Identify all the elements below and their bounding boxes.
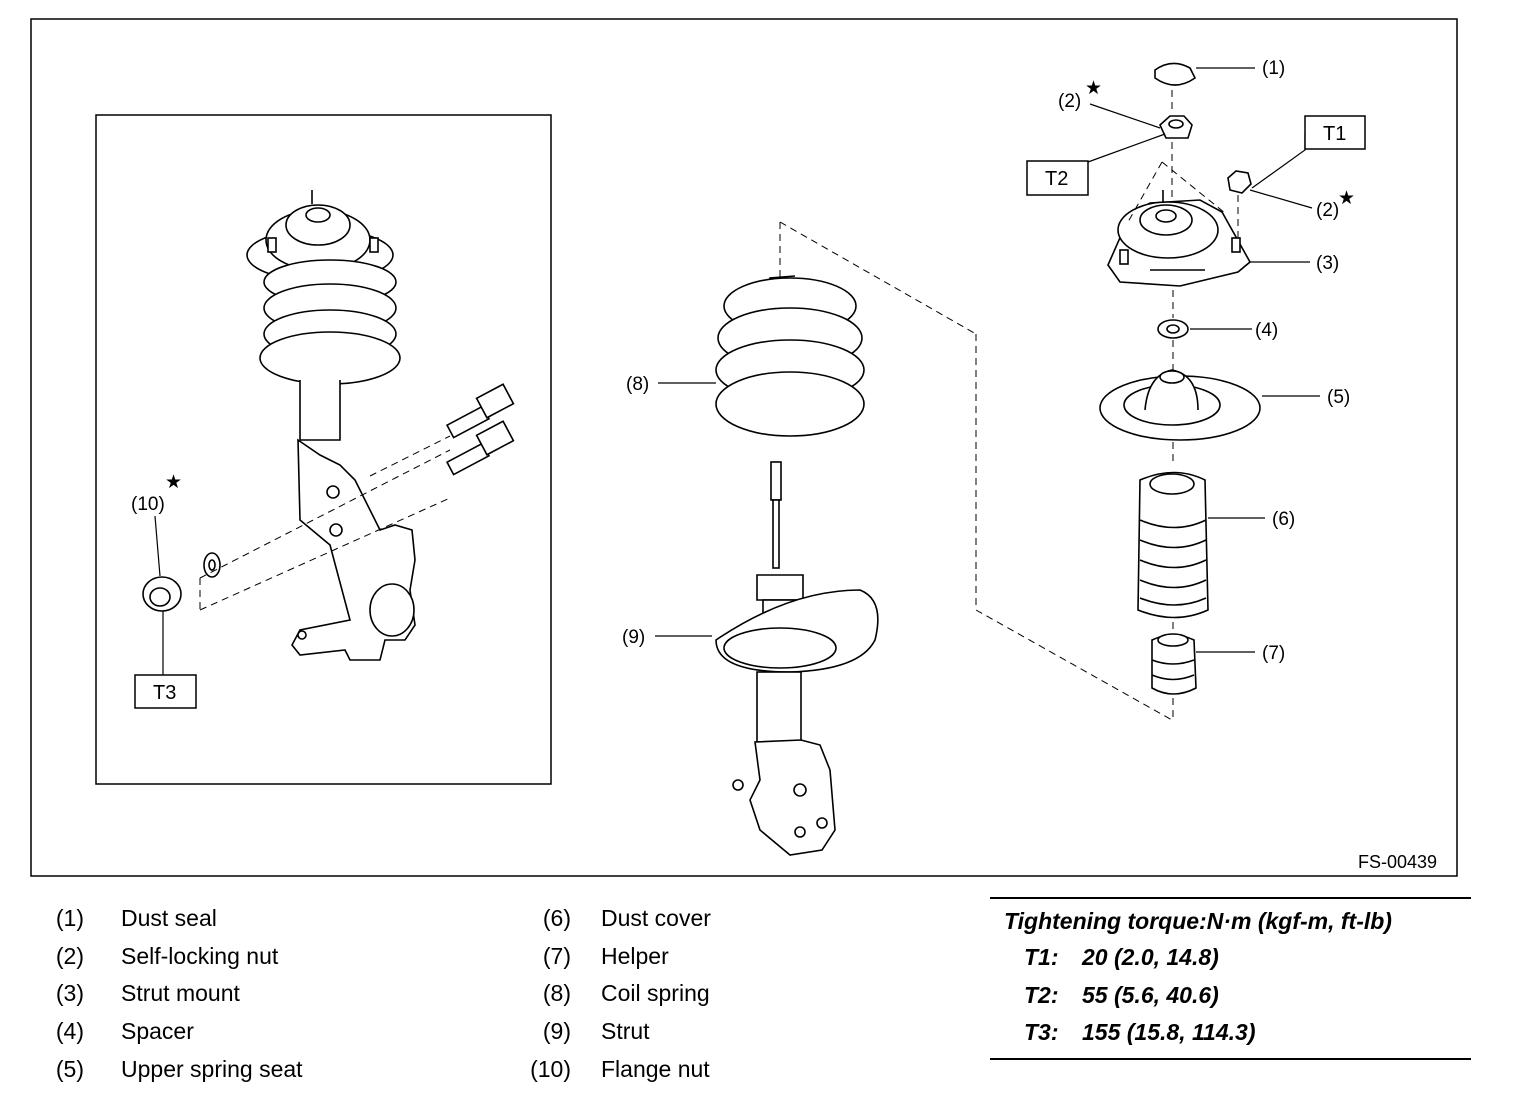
callout-2-right: (2) <box>1316 200 1339 221</box>
legend-item: (3) Strut mount <box>40 975 303 1013</box>
legend-name: Spacer <box>121 1018 194 1045</box>
figure-code: FS-00439 <box>1358 852 1437 872</box>
torque-row: T2: 55 (5.6, 40.6) <box>990 977 1471 1015</box>
middle-parts-drawing <box>715 275 879 856</box>
torque-row: T3: 155 (15.8, 114.3) <box>990 1014 1471 1052</box>
exploded-diagram: (10) ★ T3 (8) (9) <box>30 18 1458 877</box>
legend-number: (10) <box>530 1055 571 1082</box>
exploded-parts-drawing <box>1099 62 1261 695</box>
legend-name: Strut <box>601 1018 650 1045</box>
legend-number: (8) <box>542 980 571 1007</box>
callout-7: (7) <box>1262 643 1285 664</box>
torque-code: T1: <box>1024 944 1059 970</box>
torque-row: T1: 20 (2.0, 14.8) <box>990 939 1471 977</box>
legend-item: (2) Self-locking nut <box>40 938 303 976</box>
callout-1: (1) <box>1262 58 1285 79</box>
legend-number: (4) <box>55 1018 84 1045</box>
callout-10: (10) <box>131 494 165 515</box>
legend-item: (5) Upper spring seat <box>40 1051 303 1089</box>
callout-9: (9) <box>622 627 645 648</box>
figure-frame <box>30 18 1458 877</box>
legend-item: (9) Strut <box>500 1013 711 1051</box>
inset-frame <box>95 114 552 785</box>
legend-name: Upper spring seat <box>121 1055 303 1082</box>
legend-name: Coil spring <box>601 980 710 1007</box>
star-marker-2-right: ★ <box>1338 188 1355 209</box>
legend-number: (1) <box>55 905 84 931</box>
torque-code: T2: <box>1024 981 1059 1008</box>
legend-item: (7) Helper <box>500 938 711 976</box>
torque-value: 155 (15.8, 114.3) <box>1082 1019 1256 1045</box>
legend-item: (6) Dust cover <box>500 900 711 938</box>
legend-name: Flange nut <box>601 1055 710 1082</box>
legend-name: Strut mount <box>121 980 240 1007</box>
legend-item: (10) Flange nut <box>500 1051 711 1089</box>
torque-value: 55 (5.6, 40.6) <box>1082 981 1219 1008</box>
parts-legend-right: (6) Dust cover (7) Helper (8) Coil spring (… <box>500 900 711 1089</box>
torque-value: 20 (2.0, 14.8) <box>1082 944 1219 970</box>
torque-box-t1 <box>1304 115 1366 150</box>
exploded-leaders <box>1087 67 1320 653</box>
legend-name: Dust cover <box>601 905 711 931</box>
assembled-strut-drawing <box>142 190 515 661</box>
callout-4: (4) <box>1255 320 1278 341</box>
callout-6: (6) <box>1272 509 1295 530</box>
legend-number: (7) <box>542 942 571 969</box>
torque-table: Tightening torque:N·m (kgf-m, ft-lb) T1:… <box>990 897 1471 1060</box>
inset-guide-lines <box>199 435 451 611</box>
callout-8: (8) <box>626 374 649 395</box>
legend-name: Self-locking nut <box>121 942 279 969</box>
star-marker-2-left: ★ <box>1085 78 1102 99</box>
middle-leaders <box>655 382 716 637</box>
legend-name: Dust seal <box>121 905 217 931</box>
legend-number: (6) <box>542 905 571 931</box>
middle-guide-lines <box>779 221 1173 721</box>
torque-table-title: Tightening torque:N·m (kgf-m, ft-lb) <box>1004 908 1392 934</box>
star-marker-10: ★ <box>165 472 182 493</box>
callout-3: (3) <box>1316 253 1339 274</box>
legend-name: Helper <box>601 942 669 969</box>
torque-code: T3: <box>1024 1019 1059 1045</box>
callout-5: (5) <box>1327 387 1350 408</box>
legend-item: (4) Spacer <box>40 1013 303 1051</box>
torque-box-t2-label: T2 <box>1045 168 1068 190</box>
callout-2-left: (2) <box>1058 91 1081 112</box>
torque-box-t1-label: T1 <box>1323 123 1346 145</box>
parts-legend-left: (1) Dust seal (2) Self-locking nut (3) Stru… <box>40 900 303 1089</box>
torque-box-t3 <box>134 674 197 709</box>
inset-leaders <box>154 515 164 675</box>
legend-item: (8) Coil spring <box>500 975 711 1013</box>
legend-number: (5) <box>55 1055 84 1082</box>
exploded-guide-lines <box>1127 90 1239 720</box>
legend-number: (2) <box>55 942 84 969</box>
legend-number: (9) <box>542 1018 571 1045</box>
torque-box-t3-label: T3 <box>153 682 176 704</box>
legend-item: (1) Dust seal <box>40 900 303 938</box>
legend-number: (3) <box>55 980 84 1007</box>
torque-box-t2 <box>1026 160 1089 196</box>
